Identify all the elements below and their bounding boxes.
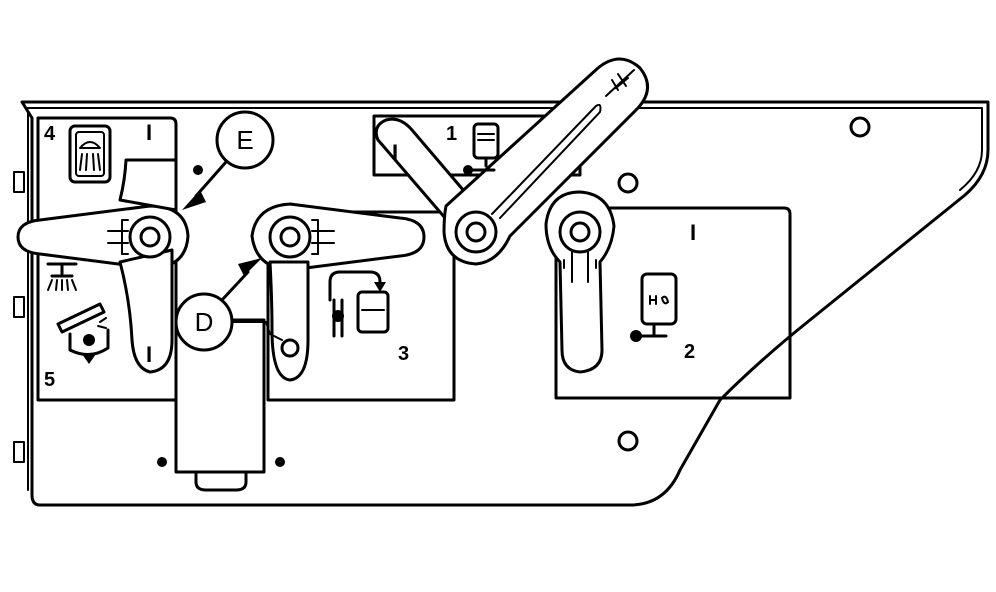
panel-outline — [20, 100, 990, 507]
valve-handle-middle[interactable] — [250, 202, 426, 382]
valve-handle-right[interactable] — [544, 190, 616, 374]
mark-i-left-top: I — [146, 120, 152, 145]
bottom-bracket — [174, 318, 266, 474]
position-4-label: 4 — [44, 123, 56, 145]
label-plate-right — [554, 206, 792, 400]
callout-d: D — [174, 258, 283, 352]
mount-hole — [617, 172, 639, 194]
h2o-canister-icon — [630, 272, 678, 342]
callout-e: E — [182, 110, 275, 210]
side-bolts — [13, 171, 25, 463]
spray-nozzle-icon — [56, 302, 110, 364]
valve-handle-diagonal[interactable] — [374, 57, 649, 266]
canister-icon — [463, 122, 500, 175]
mount-hole — [849, 116, 871, 138]
mark-i-left-bottom: I — [146, 342, 152, 367]
callout-d-label: D — [195, 307, 214, 337]
callout-e-label: E — [236, 125, 253, 155]
bottom-bracket-tab — [194, 470, 248, 492]
position-3-label: 3 — [398, 343, 409, 365]
rivet — [157, 457, 167, 467]
valve-handle-left[interactable] — [16, 158, 190, 374]
transfer-icon — [328, 270, 390, 338]
drain-icon — [46, 262, 78, 291]
position-1-label: 1 — [446, 123, 457, 145]
label-plate-left — [36, 116, 178, 402]
position-5-label: 5 — [44, 369, 55, 391]
mark-i-right: I — [690, 220, 696, 245]
label-plate-top — [372, 114, 582, 177]
rivet — [275, 457, 285, 467]
rivet — [193, 165, 203, 175]
shower-icon — [68, 124, 112, 184]
panel-inner-edge — [25, 107, 983, 191]
mount-hole — [617, 430, 639, 452]
mark-i-top: I — [392, 140, 398, 165]
position-2-label: 2 — [684, 341, 695, 363]
